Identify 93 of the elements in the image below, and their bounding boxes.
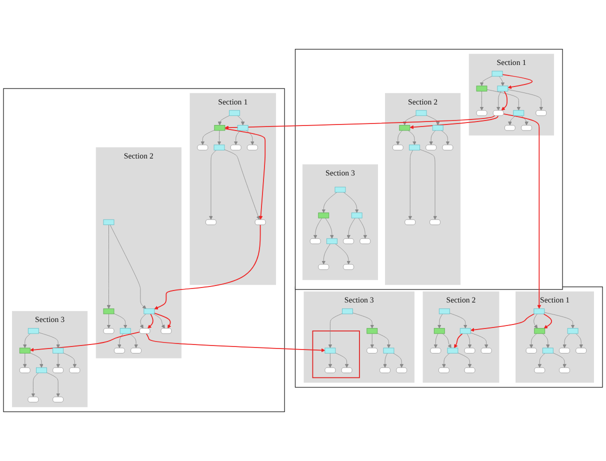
node-box (567, 328, 578, 334)
node-box (341, 367, 352, 374)
node-box (476, 86, 488, 92)
node-box (28, 396, 39, 402)
node-box (396, 367, 408, 374)
node-box (343, 238, 354, 244)
node-box (464, 348, 476, 354)
node-box (19, 348, 30, 354)
node-box (144, 308, 155, 314)
cluster (294, 48, 563, 290)
node-box (52, 367, 64, 374)
node-box (36, 367, 47, 374)
node-box (318, 212, 330, 218)
node-box (492, 70, 503, 77)
node-box (52, 396, 64, 402)
arrow (148, 313, 154, 328)
node-box (476, 110, 488, 116)
node-box (399, 125, 410, 131)
node-box (318, 264, 330, 270)
node-box (534, 367, 546, 374)
node-box (534, 328, 546, 334)
node-box (120, 328, 131, 334)
node-box (464, 367, 476, 374)
node-box (492, 110, 504, 116)
node-box (426, 144, 437, 150)
arrow (146, 333, 326, 352)
node-box (526, 348, 537, 354)
node-box (254, 219, 266, 226)
node-box (324, 367, 336, 374)
node-box (534, 308, 545, 314)
node-box (559, 348, 570, 354)
node-box (447, 348, 458, 354)
node-box (380, 367, 390, 374)
node-box (130, 348, 142, 354)
node-box (52, 348, 64, 354)
arrow (501, 90, 508, 111)
node-box (434, 328, 445, 334)
node-box (114, 348, 125, 354)
node-box (460, 328, 471, 334)
cluster (294, 286, 603, 388)
node-box (542, 348, 554, 354)
node-box (366, 328, 378, 334)
node-box (576, 348, 587, 354)
node-box (139, 328, 150, 334)
cluster (3, 88, 285, 412)
node-box (334, 186, 346, 192)
node-box (230, 144, 242, 150)
node-box (442, 144, 454, 150)
arrow (543, 313, 552, 328)
arrow (454, 333, 463, 348)
node-box (404, 219, 416, 226)
node-box (237, 125, 248, 131)
node-box (324, 348, 336, 354)
node-box (497, 86, 508, 92)
node-box (342, 308, 353, 314)
node-box (28, 328, 39, 334)
node-box (214, 144, 225, 150)
node-box (326, 238, 338, 244)
node-box (366, 348, 378, 354)
node-box (214, 125, 226, 131)
node-box (69, 367, 80, 374)
node-box (409, 144, 420, 150)
node-box (559, 367, 570, 374)
node-box (416, 110, 427, 116)
node-box (430, 348, 442, 354)
node-box (536, 110, 547, 116)
node-box (197, 144, 208, 150)
node-box (392, 144, 404, 150)
node-box (160, 328, 172, 334)
node-box (480, 348, 492, 354)
node-box (504, 125, 516, 131)
arrow (154, 224, 261, 310)
node-box (430, 219, 440, 226)
node-box (103, 308, 114, 314)
node-box (438, 367, 450, 374)
node-box (521, 125, 532, 131)
node-box (343, 264, 354, 270)
node-box (229, 110, 240, 116)
node-box (310, 238, 321, 244)
node-box (438, 308, 450, 314)
arrow (502, 74, 533, 89)
node-box (19, 367, 30, 374)
node-box (360, 238, 371, 244)
node-box (103, 219, 114, 226)
node-box (103, 328, 114, 334)
node-box (432, 125, 444, 131)
node-box (206, 219, 216, 226)
node-box (383, 348, 394, 354)
node-box (246, 144, 258, 150)
node-box (351, 212, 362, 218)
arrow (470, 313, 535, 332)
node-box (513, 110, 524, 116)
cluster (312, 330, 360, 378)
